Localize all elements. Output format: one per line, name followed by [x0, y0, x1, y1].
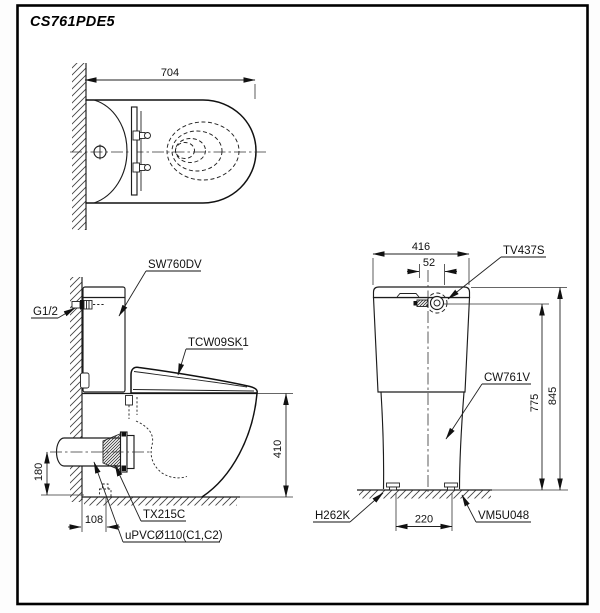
dim-52-text: 52 — [423, 257, 435, 269]
bowl-rear-right — [458, 391, 465, 490]
svg-text:H262K: H262K — [315, 510, 350, 522]
floor-bolt-right — [444, 482, 458, 491]
label-tcw09sk1: TCW09SK1 — [177, 337, 249, 376]
side-view: 410 180 108 SW760DV G1/2 TCW09SK1 TX215C — [31, 259, 293, 543]
seat-bolt-bottom — [132, 162, 151, 173]
dim-410-text: 410 — [272, 440, 284, 458]
bowl-front-curve — [201, 392, 258, 498]
top-view: 704 — [70, 63, 266, 230]
tank-side — [82, 286, 126, 393]
dim-775-text: 775 — [529, 394, 541, 412]
tank-valve — [413, 292, 448, 314]
seat-bolt-top — [132, 130, 151, 141]
supply-fitting — [71, 300, 104, 310]
svg-text:TCW09SK1: TCW09SK1 — [188, 337, 249, 349]
seat-hinge — [130, 106, 151, 196]
svg-text:TX215C: TX215C — [143, 509, 185, 521]
trapway-dashed — [135, 420, 188, 479]
dim-108-text: 108 — [85, 514, 103, 526]
svg-text:G1/2: G1/2 — [33, 306, 58, 318]
tank-mount-notch — [80, 372, 90, 389]
supply-mark — [93, 144, 107, 160]
dim-180-text: 180 — [33, 463, 45, 481]
svg-text:uPVCØ110(C1,C2): uPVCØ110(C1,C2) — [125, 530, 223, 542]
dim-845-text: 845 — [547, 387, 559, 405]
label-upvc: uPVCØ110(C1,C2) — [93, 461, 223, 543]
title-block: CS761PDE5 — [30, 14, 116, 30]
tank-rear-body — [372, 296, 471, 393]
label-h262k: H262K — [313, 492, 384, 523]
lid-detail — [396, 293, 420, 298]
label-sw760dv: SW760DV — [118, 259, 202, 317]
label-cw761v: CW761V — [445, 372, 531, 440]
tank-topview — [93, 99, 128, 204]
label-tv437s: TV437S — [447, 245, 546, 300]
seat-lid-outline — [85, 99, 257, 204]
floor-hatch-side — [84, 497, 237, 506]
wall-hatch-side — [70, 277, 82, 502]
svg-text:TV437S: TV437S — [503, 245, 545, 257]
svg-text:SW760DV: SW760DV — [148, 259, 202, 271]
tank-rear-lid — [372, 286, 471, 299]
bowl-opening-dashed — [166, 121, 240, 181]
washlet-seat-side — [130, 366, 258, 394]
dim-416-text: 416 — [412, 241, 430, 253]
floor-hatch-rear — [359, 490, 491, 499]
seat-hose-detail — [125, 395, 133, 419]
floor-bolt-left — [386, 482, 400, 491]
label-vm5u048: VM5U048 — [461, 494, 531, 523]
svg-text:CW761V: CW761V — [484, 372, 530, 384]
svg-text:VM5U048: VM5U048 — [478, 510, 529, 522]
label-tx215c: TX215C — [114, 464, 186, 522]
wall-hatch-top — [72, 63, 86, 230]
model-number: CS761PDE5 — [30, 14, 116, 30]
label-g12: G1/2 — [31, 306, 76, 319]
rear-view: 416 52 — [313, 241, 568, 531]
dim-220-text: 220 — [415, 514, 433, 526]
dim-704-text: 704 — [161, 67, 179, 79]
bowl-rear-left — [380, 391, 385, 490]
